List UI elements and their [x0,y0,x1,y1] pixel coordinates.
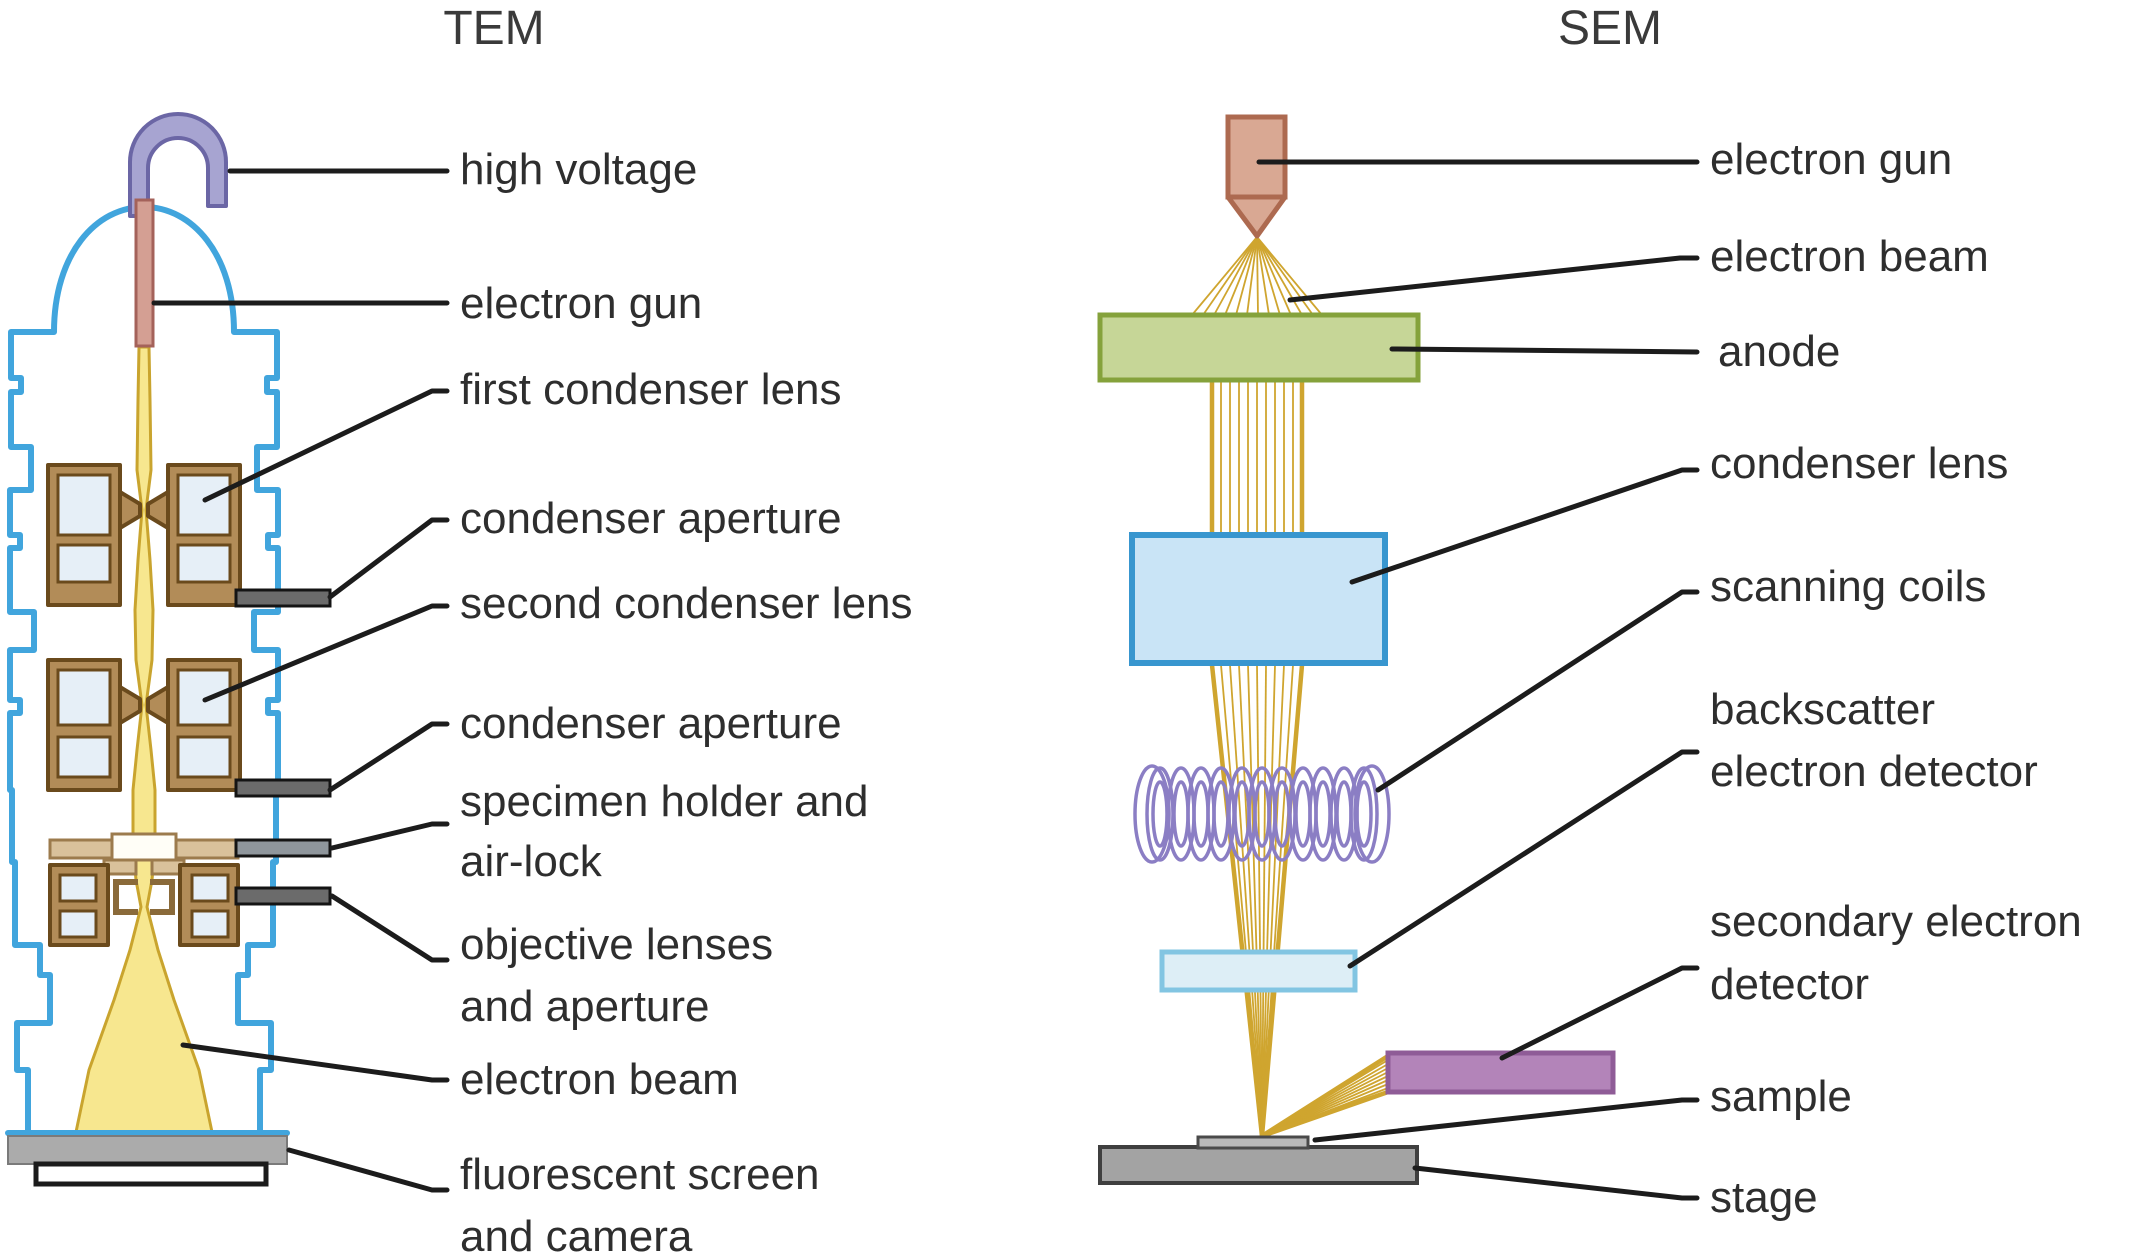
tem-labels: high voltage electron gun first condense… [460,145,913,1260]
leader-sem-stage [1412,1165,1700,1201]
label-sem-secondary-line2: detector [1710,960,1869,1009]
label-tem-screen-line1: fluorescent screen [460,1150,820,1199]
tem-first-condenser-window [176,543,232,584]
sem-beam-parallel [1209,379,1305,536]
tem-objective-window [58,909,98,939]
sem-electron-gun [1225,114,1288,200]
tem-objective-lenses [48,858,240,947]
tem-specimen-rod [234,838,332,858]
sem-scanning-coils [1133,764,1391,864]
label-tem-high-voltage: high voltage [460,145,697,194]
tem-second-condenser-window [56,668,112,727]
tem-camera [33,1161,269,1187]
label-sem-sample: sample [1710,1072,1852,1121]
label-tem-specimen-line1: specimen holder and [460,777,868,826]
sem-anode [1097,312,1421,383]
leader-sem-backscatter [1347,749,1700,969]
tem-column-outline [7,204,281,1135]
tem-objective-window [190,873,230,903]
label-sem-backscatter-line2: electron detector [1710,747,2038,796]
leader-tem-condenser-aperture-1 [327,517,450,600]
tem-first-condenser-window [176,473,232,537]
sem-leader-lines [1256,159,1700,1201]
tem-second-condenser-window [56,735,112,779]
label-sem-secondary-line1: secondary electron [1710,897,2082,946]
leader-sem-scanning-coils [1375,589,1700,793]
sem-electron-gun-tip [1225,194,1288,239]
label-tem-condenser-aperture-1: condenser aperture [460,494,842,543]
leader-tem-screen [286,1147,450,1193]
sem-condenser-lens [1129,532,1388,666]
label-sem-electron-beam: electron beam [1710,232,1989,281]
tem-second-condenser-pole-piece [118,685,142,725]
tem-first-condenser-window [56,473,112,537]
tem-objective-bracket [150,879,175,915]
label-tem-electron-beam: electron beam [460,1055,739,1104]
tem-specimen-holder-right [174,838,240,860]
label-sem-backscatter-line1: backscatter [1710,685,1935,734]
tem-fluorescent-screen [7,1135,288,1165]
label-tem-screen-line2: and camera [460,1212,693,1260]
sem-beam-upper-fan [1191,236,1323,316]
leader-tem-electron-beam [180,1042,450,1083]
tem-specimen-holder [48,832,332,862]
tem-objective-window [190,909,230,939]
leader-tem-first-condenser [202,388,450,503]
label-tem-electron-gun: electron gun [460,279,702,328]
leader-tem-second-condenser [202,603,450,703]
leader-sem-secondary [1499,965,1700,1061]
tem-diagram [5,112,332,1187]
leader-sem-condenser-lens [1349,467,1700,585]
label-tem-condenser-aperture-2: condenser aperture [460,699,842,748]
tem-condenser-aperture-bar-2 [234,778,332,798]
tem-title: TEM [443,2,544,55]
tem-specimen-slot [110,832,178,862]
tem-first-condenser-pole-piece [118,490,142,530]
sem-diagram [1097,114,1616,1185]
label-sem-electron-gun: electron gun [1710,135,1952,184]
tem-objective-window [58,873,98,903]
tem-second-condenser-pole-piece [146,685,170,725]
leader-tem-objective [329,893,450,963]
leader-sem-anode [1389,346,1700,355]
tem-specimen-holder-left [48,838,114,860]
label-tem-second-condenser: second condenser lens [460,579,913,628]
tem-high-voltage-connector [128,112,228,218]
leader-tem-condenser-aperture-2 [327,721,450,793]
sem-backscatter-detector [1159,949,1358,993]
tem-first-condenser-window [56,543,112,584]
tem-second-condenser-window [176,735,232,779]
sem-beam-converging [1209,662,1305,1139]
sem-stage [1098,1145,1419,1185]
label-tem-specimen-line2: air-lock [460,837,603,886]
label-tem-objective-line1: objective lenses [460,920,773,969]
tem-first-condenser-pole-piece [146,490,170,530]
label-tem-objective-line2: and aperture [460,982,710,1031]
tem-second-condenser-lens [46,658,242,792]
sem-title: SEM [1558,2,1662,55]
leader-sem-electron-beam [1287,255,1700,303]
tem-second-condenser-window [176,668,232,727]
tem-condenser-aperture-bar-1 [234,588,332,608]
tem-electron-gun-rod [134,198,155,348]
tem-objective-aperture-bar [234,886,332,906]
label-sem-condenser-lens: condenser lens [1710,439,2008,488]
label-sem-anode: anode [1718,327,1840,376]
label-sem-stage: stage [1710,1173,1818,1222]
sem-beam-reflected-fan [1259,1053,1391,1139]
sem-sample [1196,1135,1310,1150]
leader-tem-specimen-holder [329,821,450,851]
tem-objective-bracket [113,879,138,915]
tem-leader-lines [151,168,450,1193]
label-sem-scanning-coils: scanning coils [1710,562,1986,611]
sem-labels: electron gun electron beam anode condens… [1710,135,2082,1222]
label-tem-first-condenser: first condenser lens [460,365,842,414]
leader-sem-sample [1312,1097,1700,1143]
